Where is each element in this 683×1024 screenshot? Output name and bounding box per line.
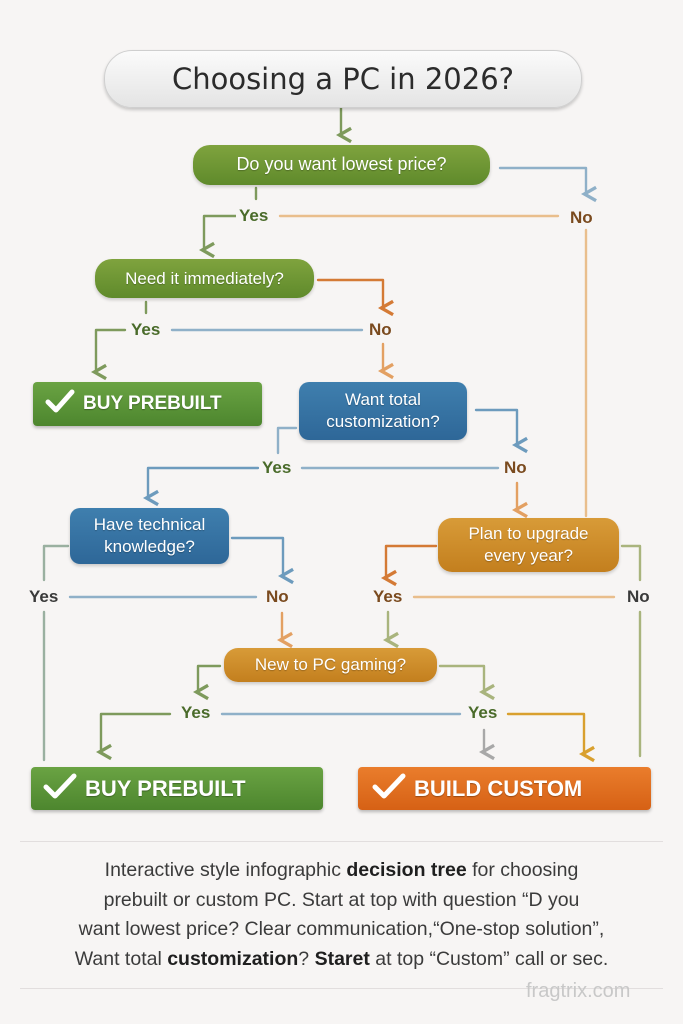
check-icon <box>45 389 75 419</box>
label-q4-no: No <box>263 587 292 607</box>
question-total-customization: Want total customization? <box>299 382 467 440</box>
label-q1-yes: Yes <box>236 206 272 226</box>
watermark: fragtrix.com <box>526 980 631 1002</box>
caption-text: Interactive style infographic <box>104 859 347 881</box>
question-upgrade-every-year: Plan to upgrade every year? <box>438 518 619 572</box>
check-icon <box>372 773 406 805</box>
outcome-build-custom: BUILD CUSTOM <box>358 767 651 810</box>
caption-text: Want total <box>74 947 168 970</box>
question-need-immediately: Need it immediately? <box>95 259 314 298</box>
caption-bold: decision tree <box>346 859 467 881</box>
question-lowest-price: Do you want lowest price? <box>193 145 490 185</box>
label-q3-yes: Yes <box>259 458 295 478</box>
label-q2-yes: Yes <box>128 320 164 340</box>
caption-text: at top “Custom” call or sec. <box>369 947 609 970</box>
outcome-label: BUILD CUSTOM <box>414 775 583 801</box>
label-q5-yes: Yes <box>370 587 406 607</box>
label-q6-yes-right: Yes <box>465 703 501 723</box>
caption-line: want lowest price? Clear communication,“… <box>78 918 605 940</box>
label-q6-yes-left: Yes <box>178 703 214 723</box>
divider-bottom <box>20 988 663 989</box>
check-icon <box>43 773 77 805</box>
outcome-label: BUY PREBUILT <box>85 775 246 801</box>
caption-line: prebuilt or custom PC. Start at top with… <box>103 888 580 911</box>
label-q4-yes: Yes <box>26 587 62 607</box>
label-q2-no: No <box>366 320 395 340</box>
caption-bold: customization <box>167 947 299 970</box>
divider-top <box>20 841 663 842</box>
label-q5-no: No <box>624 587 653 607</box>
label-q3-no: No <box>501 458 530 478</box>
outcome-label: BUY PREBUILT <box>83 393 222 414</box>
label-q1-no: No <box>567 208 596 228</box>
caption-bold: Staret <box>314 947 370 970</box>
question-technical-knowledge: Have technical knowledge? <box>70 508 229 564</box>
caption: Interactive style infographic decision t… <box>20 856 663 974</box>
page-title: Choosing a PC in 2026? <box>104 50 582 108</box>
outcome-buy-prebuilt-large: BUY PREBUILT <box>31 767 323 810</box>
outcome-buy-prebuilt-small: BUY PREBUILT <box>33 382 262 426</box>
caption-text: ? <box>298 947 315 970</box>
question-new-to-pc-gaming: New to PC gaming? <box>224 648 437 682</box>
caption-text: for choosing <box>466 859 579 881</box>
